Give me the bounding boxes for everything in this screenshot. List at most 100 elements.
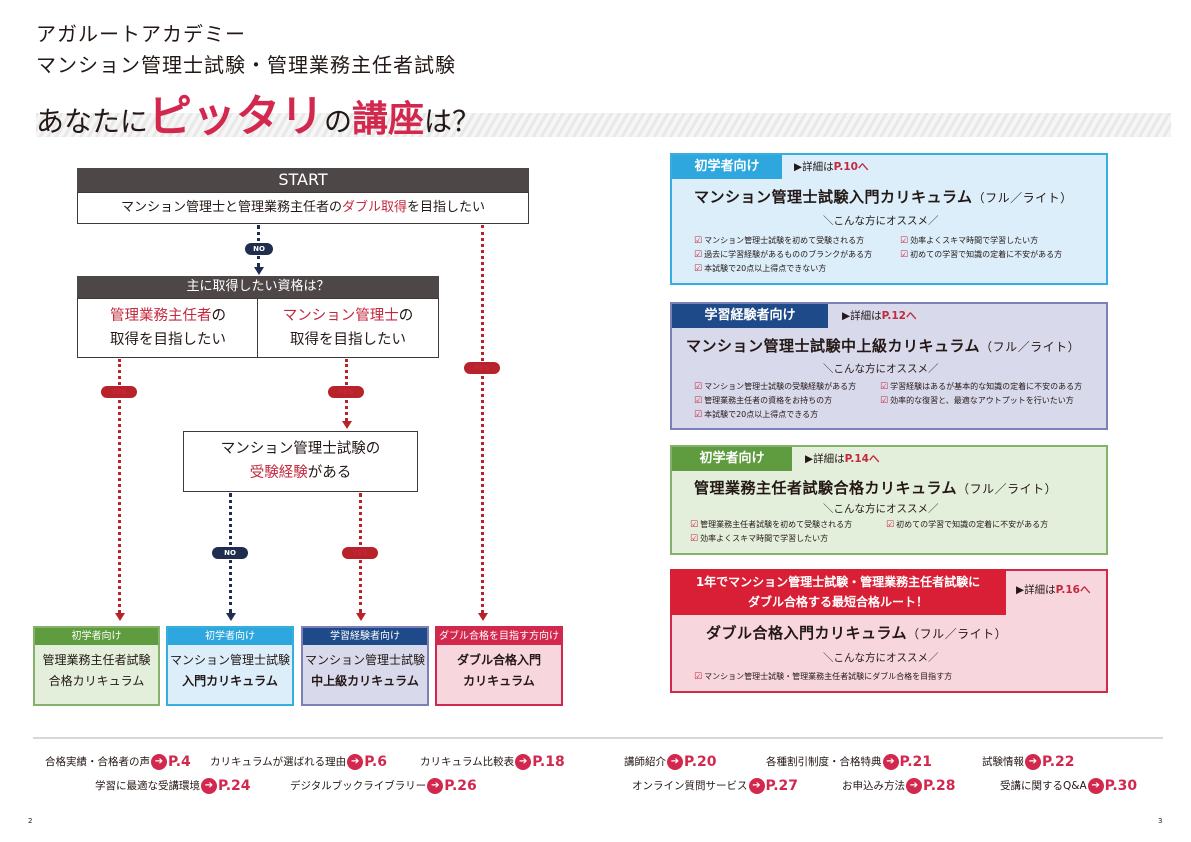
arrow-right-icon: ➔: [1025, 754, 1041, 770]
q2-left-no: の: [211, 308, 227, 324]
ref-page: P.6: [364, 754, 387, 770]
page-title: あなたにピッタリの講座は？: [36, 80, 480, 144]
ref-label: お申込み方法: [842, 780, 905, 792]
panel-title: マンション管理士試験入門カリキュラム（フル／ライト）: [694, 186, 1073, 207]
ref-page: P.18: [532, 754, 565, 770]
check-item: マンション管理士試験の受験経験がある方: [694, 381, 856, 392]
detail-page: P.14へ: [844, 453, 880, 465]
detail-link[interactable]: ▶詳細はP.16へ: [1016, 582, 1090, 597]
result-beginner-kanri[interactable]: 初学者向け 管理業務主任者試験合格カリキュラム: [33, 626, 160, 706]
result-double[interactable]: ダブル合格を目指す方向け ダブル合格入門カリキュラム: [435, 626, 563, 706]
arrow-right-icon: ➔: [347, 754, 364, 770]
connector-yes-left: [118, 359, 121, 613]
detail-prefix: ▶詳細は: [805, 453, 845, 465]
panel-tag: 学習経験者向け: [672, 304, 828, 328]
ref-page: P.4: [168, 754, 191, 770]
ref-page: P.22: [1042, 754, 1075, 770]
ref-label: カリキュラム比較表: [420, 756, 515, 768]
check-item: 効率よくスキマ時間で学習したい方: [900, 235, 1038, 246]
panel-title: マンション管理士試験中上級カリキュラム（フル／ライト）: [686, 335, 1080, 356]
result-line-1: 管理業務主任者試験: [42, 653, 151, 667]
yes-pill-3: YES: [342, 547, 378, 559]
connector-yes-double: [481, 225, 484, 613]
check-item: 初めての学習で知識の定着に不安がある方: [900, 249, 1062, 260]
arrow-down-icon: [356, 613, 366, 621]
ref-page: P.24: [218, 778, 251, 794]
ref-label: カリキュラムが選ばれる理由: [210, 756, 347, 768]
ref-label: 学習に最適な受講環境: [95, 780, 200, 792]
ref-page: P.27: [765, 778, 799, 794]
detail-prefix: ▶詳細は: [794, 161, 834, 173]
ref-label: デジタルブックライブラリー: [290, 780, 427, 792]
q2-header: 主に取得したい資格は？: [77, 276, 439, 298]
ref-link[interactable]: 合格実績・合格者の声➔P.4: [45, 754, 191, 770]
recommend-label: ＼こんな方にオススメ／: [823, 363, 939, 375]
title-part-1: あなたに: [36, 105, 149, 138]
title-part-3: は？: [424, 105, 481, 138]
check-item: 学習経験はあるが基本的な知識の定着に不安のある方: [880, 381, 1082, 392]
banner-line-1: 1年でマンション管理士試験・管理業務主任者試験に: [695, 575, 981, 589]
ref-link[interactable]: デジタルブックライブラリー➔P.26: [290, 778, 477, 794]
yes-pill-left: YES: [101, 386, 137, 398]
ref-link[interactable]: 講師紹介➔P.20: [624, 754, 717, 770]
yes-pill-double: YES: [464, 362, 500, 374]
footer-divider: [33, 737, 1163, 739]
result-line-1: ダブル合格入門: [456, 653, 541, 667]
ref-link[interactable]: 学習に最適な受講環境➔P.24: [95, 778, 251, 794]
arrow-right-icon: ➔: [515, 754, 532, 770]
arrow-right-icon: ➔: [748, 778, 765, 794]
title-sub: （フル／ライト）: [972, 191, 1073, 205]
result-beginner-mankan[interactable]: 初学者向け マンション管理士試験入門カリキュラム: [166, 626, 294, 706]
panel-tag: 初学者向け: [672, 155, 782, 179]
detail-prefix: ▶詳細は: [1016, 584, 1056, 596]
q2-right-option: マンション管理士の 取得を目指したい: [257, 298, 439, 358]
arrow-right-icon: ➔: [201, 778, 217, 794]
title-main: マンション管理士試験中上級カリキュラム: [686, 337, 981, 355]
result-line-2: 入門カリキュラム: [182, 674, 278, 688]
detail-link[interactable]: ▶詳細はP.12へ: [842, 308, 916, 323]
check-item: マンション管理士試験を初めて受験される方: [694, 235, 864, 246]
ref-link[interactable]: 受講に関するQ&A➔P.30: [1000, 778, 1137, 794]
q2-left-option: 管理業務主任者の 取得を目指したい: [77, 298, 259, 358]
detail-page: P.10へ: [833, 161, 869, 173]
panel-banner: 1年でマンション管理士試験・管理業務主任者試験にダブル合格する最短合格ルート！: [670, 569, 1006, 615]
result-line-1: マンション管理士試験: [169, 653, 290, 667]
arrow-down-icon: [226, 613, 236, 621]
title-sub: （フル／ライト）: [957, 482, 1058, 496]
panel-title: 管理業務主任者試験合格カリキュラム（フル／ライト）: [694, 477, 1057, 498]
recommend-label: ＼こんな方にオススメ／: [823, 215, 939, 227]
q2-right-highlight: マンション管理士: [282, 308, 399, 324]
ref-link[interactable]: 試験情報➔P.22: [982, 754, 1075, 770]
ref-page: P.30: [1104, 778, 1138, 794]
brand-name: アガルートアカデミー: [36, 22, 246, 46]
ref-link[interactable]: お申込み方法➔P.28: [842, 778, 956, 794]
start-q-text-a: マンション管理士と管理業務主任者の: [120, 200, 342, 215]
title-sub: （フル／ライト）: [907, 627, 1008, 641]
yes-pill-right: YES: [328, 386, 364, 398]
start-question: マンション管理士と管理業務主任者のダブル取得を目指したい: [77, 192, 529, 224]
title-highlight-2: 講座: [352, 99, 425, 140]
check-item: 本試験で20点以上得点できない方: [694, 263, 826, 274]
check-item: マンション管理士試験・管理業務主任者試験にダブル合格を目指す方: [694, 671, 952, 682]
detail-link[interactable]: ▶詳細はP.10へ: [794, 159, 868, 174]
banner-line-2: ダブル合格する最短合格ルート！: [747, 595, 928, 609]
detail-page: P.16へ: [1055, 584, 1091, 596]
no-pill-2: NO: [212, 547, 248, 559]
detail-link[interactable]: ▶詳細はP.14へ: [805, 451, 879, 466]
title-main: ダブル合格入門カリキュラム: [706, 624, 908, 642]
ref-link[interactable]: カリキュラムが選ばれる理由➔P.6: [210, 754, 387, 770]
ref-link[interactable]: 各種割引制度・合格特典➔P.21: [766, 754, 932, 770]
ref-link[interactable]: カリキュラム比較表➔P.18: [420, 754, 565, 770]
ref-label: オンライン質問サービス: [632, 780, 748, 792]
q3-text-a: マンション管理士試験の: [220, 441, 381, 457]
check-item: 本試験で20点以上得点できる方: [694, 409, 818, 420]
ref-page: P.26: [444, 778, 477, 794]
panel-title: ダブル合格入門カリキュラム（フル／ライト）: [706, 622, 1007, 643]
result-line-1: マンション管理士試験: [304, 653, 425, 667]
ref-link[interactable]: オンライン質問サービス➔P.27: [632, 778, 798, 794]
result-tag: 初学者向け: [35, 628, 158, 645]
result-tag: 初学者向け: [168, 628, 292, 645]
result-experienced-mankan[interactable]: 学習経験者向け マンション管理士試験中上級カリキュラム: [301, 626, 429, 706]
title-main: マンション管理士試験入門カリキュラム: [694, 188, 973, 206]
ref-label: 受講に関するQ&A: [1000, 780, 1087, 792]
